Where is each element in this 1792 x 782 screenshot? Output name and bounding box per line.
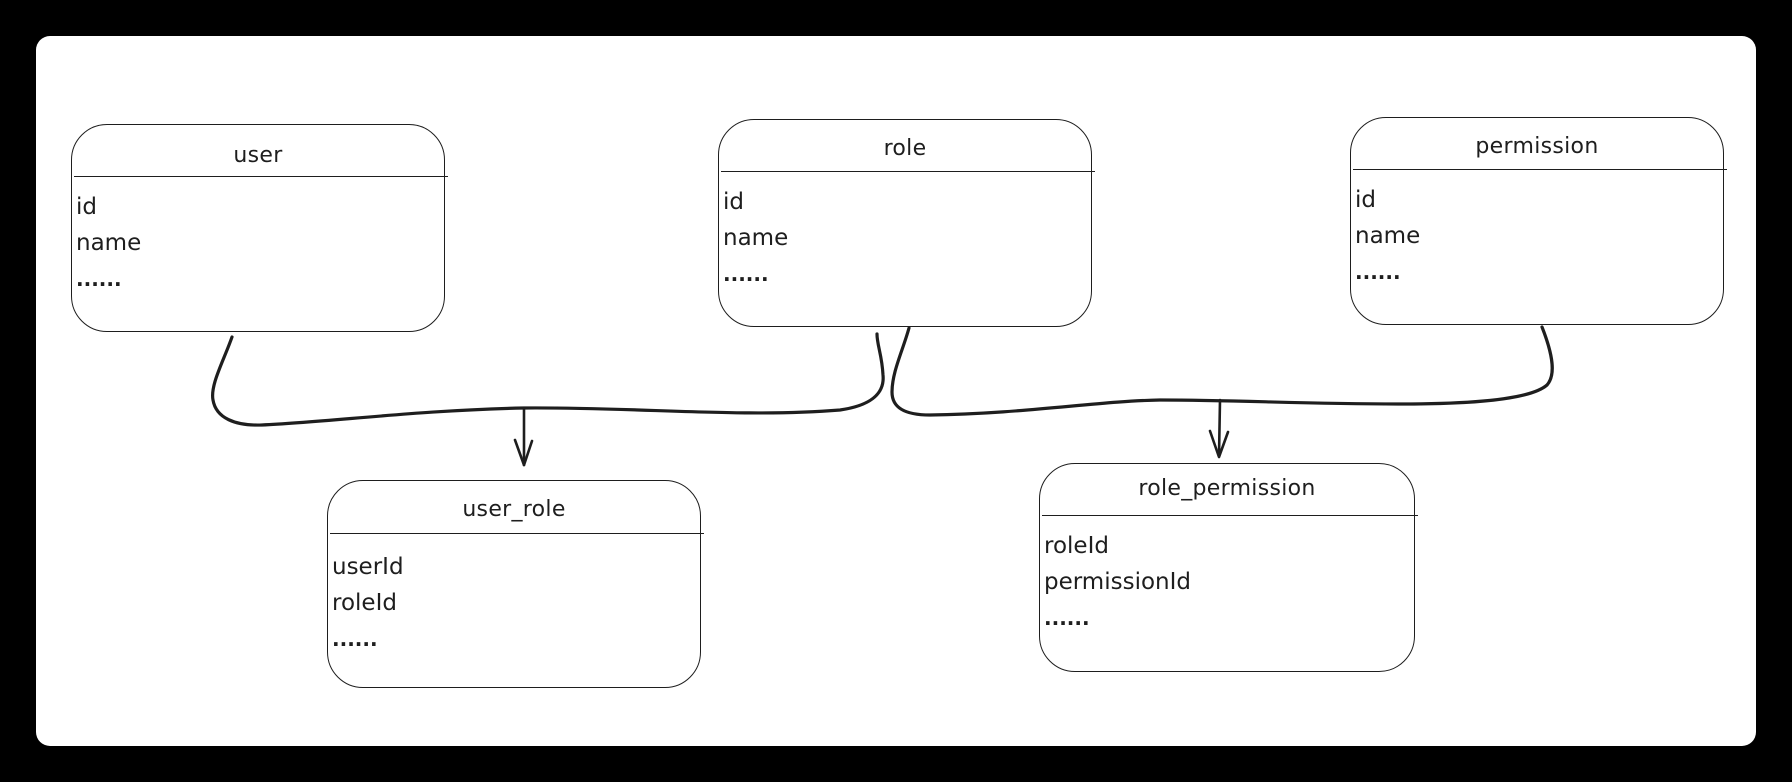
field-name: name	[76, 230, 142, 256]
entity-role-permission[interactable]: role_permission roleId permissionId ....…	[1039, 463, 1418, 672]
entity-title: user_role	[462, 497, 566, 522]
entity-fields: roleId permissionId ......	[1044, 528, 1191, 636]
field-id: id	[1355, 187, 1376, 213]
entity-divider	[1353, 169, 1727, 170]
entity-divider	[330, 533, 704, 534]
field-name: name	[1355, 223, 1421, 249]
field-id: id	[723, 189, 744, 215]
entity-user[interactable]: user id name ......	[71, 124, 448, 332]
field-more: ......	[76, 267, 122, 291]
entity-fields: userId roleId ......	[332, 549, 404, 657]
entity-role[interactable]: role id name ......	[718, 119, 1095, 327]
field-more: ......	[1044, 606, 1090, 630]
field-user-id: userId	[332, 554, 404, 580]
entity-title: role	[883, 136, 927, 161]
entity-divider	[74, 176, 448, 177]
entity-user-role[interactable]: user_role userId roleId ......	[327, 480, 704, 688]
field-role-id: roleId	[332, 590, 397, 616]
field-more: ......	[723, 262, 769, 286]
field-permission-id: permissionId	[1044, 569, 1191, 595]
field-more: ......	[1355, 260, 1401, 284]
entity-fields: id name ......	[76, 189, 141, 297]
entity-title: permission	[1475, 134, 1599, 159]
entity-title: role_permission	[1138, 476, 1316, 501]
entity-fields: id name ......	[1355, 182, 1420, 290]
entity-divider	[721, 171, 1095, 172]
field-role-id: roleId	[1044, 533, 1109, 559]
entity-divider	[1042, 515, 1418, 516]
entity-fields: id name ......	[723, 184, 788, 292]
entity-title: user	[233, 143, 283, 168]
field-id: id	[76, 194, 97, 220]
entity-permission[interactable]: permission id name ......	[1350, 117, 1727, 325]
field-more: ......	[332, 627, 378, 651]
field-name: name	[723, 225, 789, 251]
